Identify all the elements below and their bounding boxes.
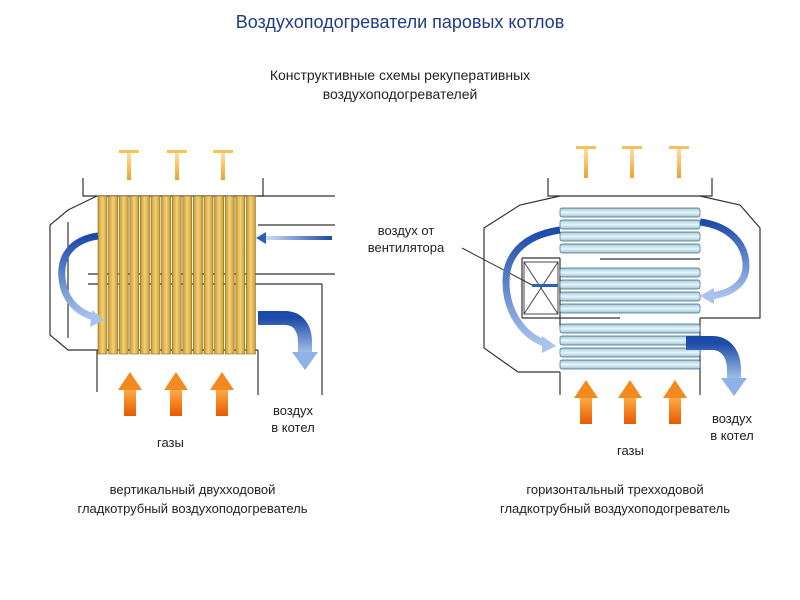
- right-tube-bundle: [559, 207, 701, 370]
- left-air-label-line-1: воздух: [272, 403, 314, 418]
- left-caption-line-2: гладкотрубный воздухоподогреватель: [77, 501, 308, 516]
- flue-arrow: [119, 150, 139, 180]
- horizontal-tube: [559, 291, 701, 302]
- left-caption: вертикальный двухходовой гладкотрубный в…: [20, 480, 365, 518]
- vertical-tube: [118, 195, 129, 355]
- vertical-tube: [150, 195, 161, 355]
- vertical-tube: [193, 195, 203, 355]
- vertical-tube: [203, 195, 214, 355]
- vertical-tube: [108, 195, 118, 355]
- fan-label-line-1: воздух от: [377, 223, 435, 238]
- right-air-turn-arrow-left: [502, 226, 561, 353]
- subtitle-line-1: Конструктивные схемы рекуперативных: [269, 67, 531, 83]
- horizontal-tube: [559, 267, 701, 278]
- slide-title: Воздухоподогреватели паровых котлов: [235, 12, 565, 32]
- left-air-to-boiler-label: воздух в котел: [266, 402, 320, 436]
- left-caption-line-1: вертикальный двухходовой: [109, 482, 276, 497]
- fan-air-label: воздух от вентилятора: [360, 222, 452, 256]
- subtitle-line-2: воздухоподогревателей: [322, 86, 478, 102]
- right-air-outlet-arrow: [686, 336, 747, 396]
- slide-subtitle: Конструктивные схемы рекуперативных возд…: [0, 66, 800, 104]
- gas-arrow: [618, 380, 642, 424]
- horizontal-tube: [559, 347, 701, 358]
- horizontal-tube: [559, 219, 701, 230]
- left-gases-label: газы: [157, 435, 184, 450]
- right-air-label-line-2: в котел: [710, 428, 754, 443]
- gas-arrow: [210, 372, 234, 416]
- vertical-tube: [246, 195, 256, 355]
- flue-arrow: [213, 150, 233, 180]
- left-air-label-line-2: в котел: [271, 420, 315, 435]
- left-flue-gas-outlet-arrows: [119, 150, 233, 180]
- horizontal-tube: [559, 207, 701, 218]
- vertical-tube: [140, 195, 150, 355]
- fan-label-pointer: [461, 247, 533, 286]
- right-heater: [461, 146, 761, 424]
- left-tube-bundle: [97, 195, 256, 355]
- flue-arrow: [167, 150, 187, 180]
- right-caption: горизонтальный трехходовой гладкотрубный…: [430, 480, 800, 518]
- vertical-tube: [171, 195, 182, 355]
- vertical-tube: [224, 195, 235, 355]
- left-air-inlet-arrow: [256, 232, 332, 244]
- left-air-outlet-arrow: [258, 311, 318, 370]
- right-air-turn-arrow-right: [699, 218, 750, 304]
- right-flue-gas-outlet-arrows: [576, 146, 689, 178]
- right-caption-line-2: гладкотрубный воздухоподогреватель: [499, 501, 731, 516]
- left-air-turn-arrow: [58, 232, 104, 327]
- horizontal-tube: [559, 335, 701, 346]
- gas-arrow: [663, 380, 687, 424]
- right-gas-inlet-arrows: [574, 380, 687, 424]
- fan-label-line-2: вентилятора: [367, 240, 445, 255]
- horizontal-tube: [559, 279, 701, 290]
- right-caption-line-1: горизонтальный трехходовой: [526, 482, 704, 497]
- left-housing: [49, 178, 335, 395]
- right-air-to-boiler-label: воздух в котел: [703, 410, 761, 444]
- fan-symbol: [523, 261, 559, 315]
- flue-arrow: [576, 146, 596, 178]
- vertical-tube: [235, 195, 246, 355]
- left-heater: [49, 150, 335, 416]
- horizontal-tube: [559, 243, 701, 254]
- horizontal-tube: [559, 231, 701, 242]
- vertical-tube: [129, 195, 140, 355]
- flue-arrow: [669, 146, 689, 178]
- flue-arrow: [622, 146, 642, 178]
- horizontal-tube: [559, 323, 701, 334]
- right-air-label-line-1: воздух: [711, 411, 753, 426]
- vertical-tube: [182, 195, 193, 355]
- fan-inlet-arrow: [532, 284, 558, 287]
- vertical-tube: [97, 195, 108, 355]
- horizontal-tube: [559, 303, 701, 314]
- vertical-tube: [214, 195, 224, 355]
- vertical-tube: [161, 195, 171, 355]
- gas-arrow: [118, 372, 142, 416]
- horizontal-tube: [559, 359, 701, 370]
- gas-arrow: [574, 380, 598, 424]
- left-gas-inlet-arrows: [118, 372, 234, 416]
- gas-arrow: [164, 372, 188, 416]
- right-gases-label: газы: [617, 443, 644, 458]
